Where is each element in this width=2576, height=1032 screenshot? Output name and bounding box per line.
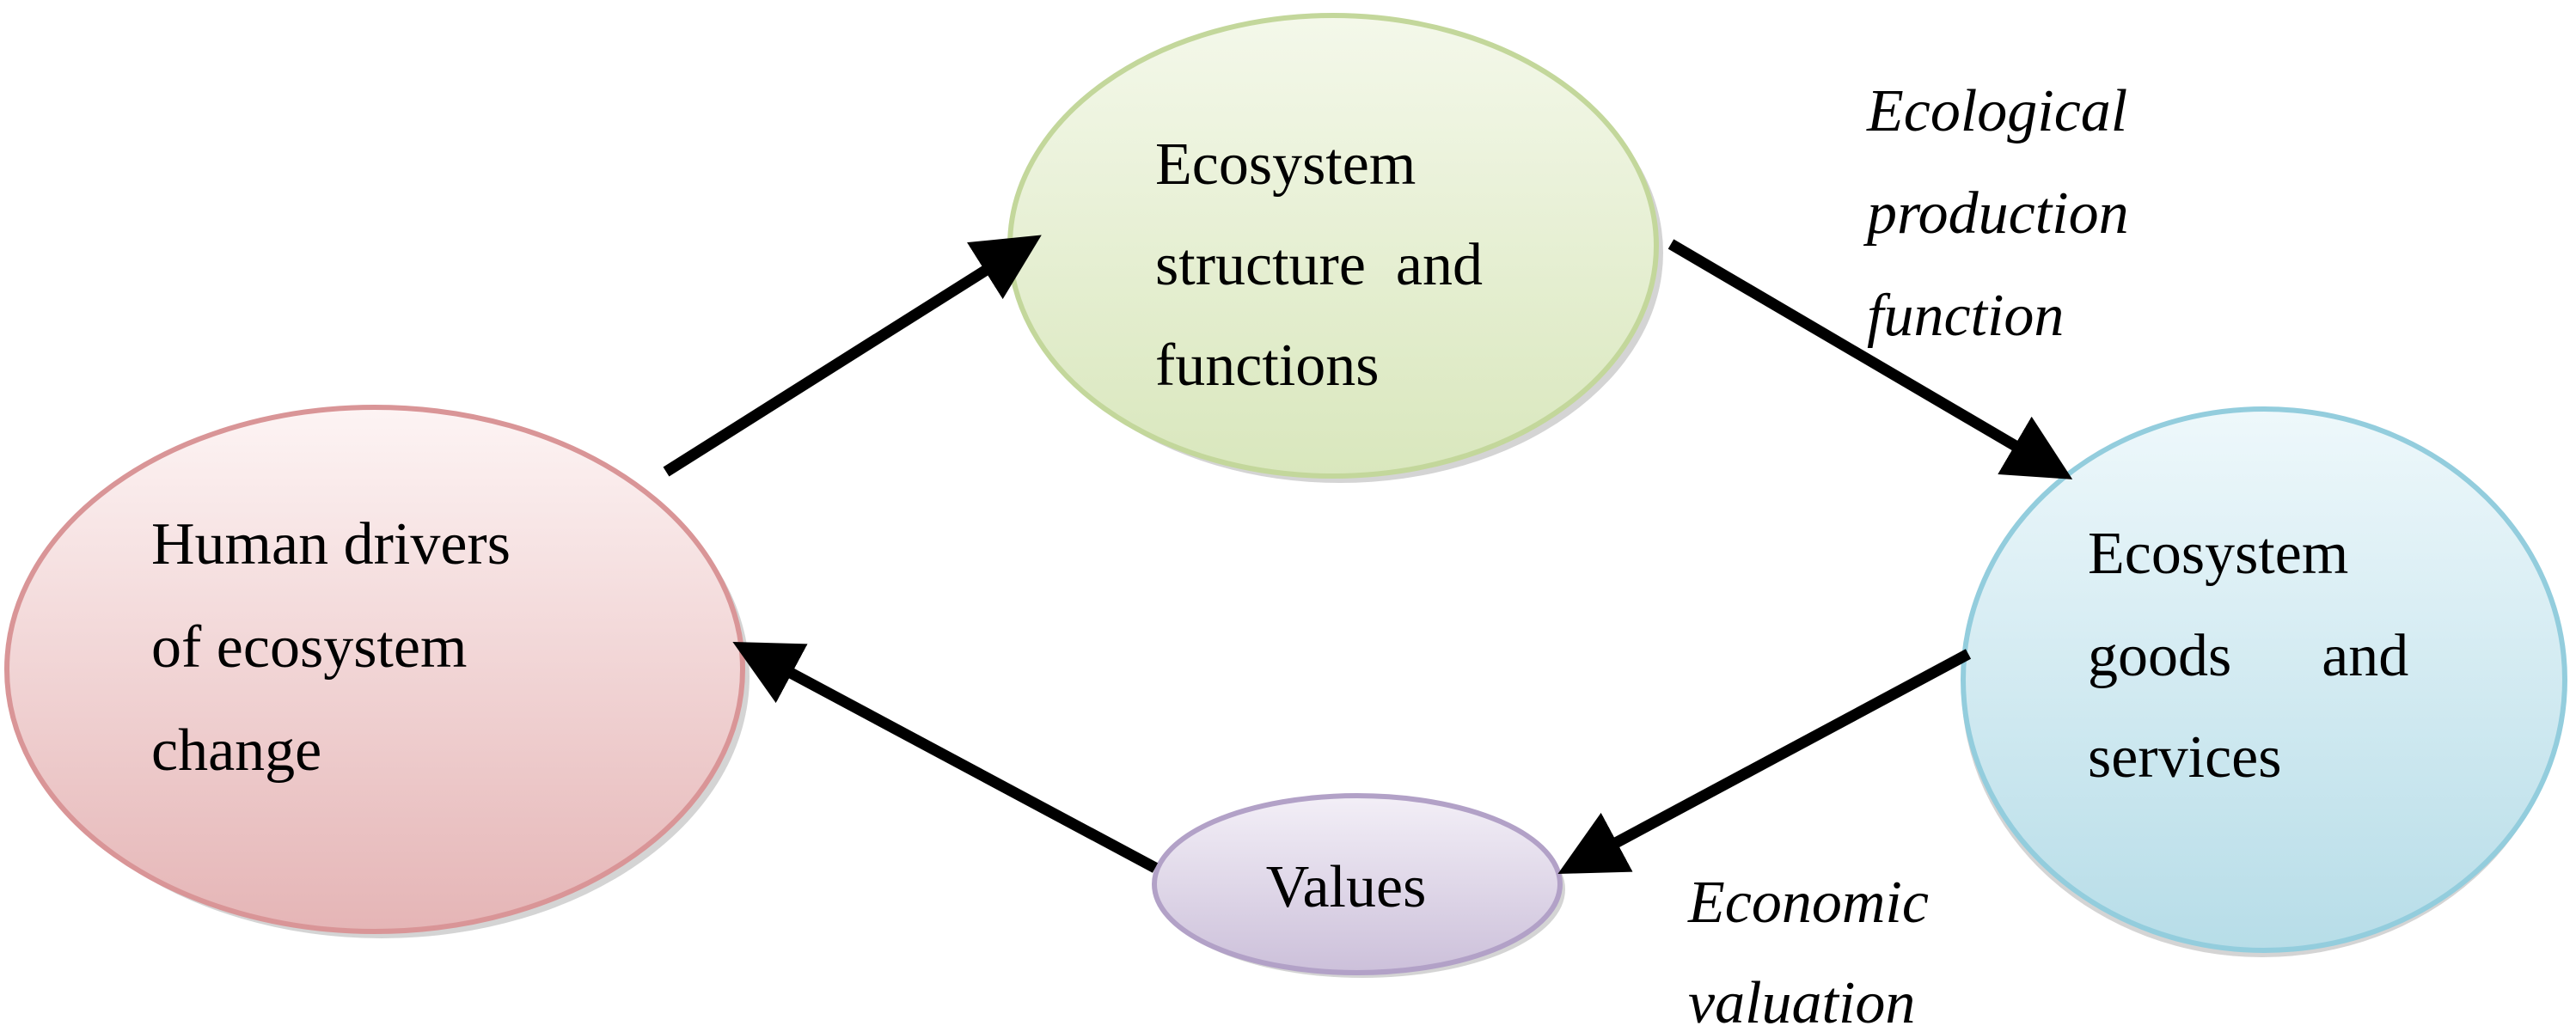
arrows bbox=[663, 235, 2073, 875]
node-ecosystem-goods-line-3: services bbox=[2088, 724, 2281, 791]
edge-label-ecological-line-3: function bbox=[1867, 283, 2064, 349]
arrow-values-to-drivers bbox=[732, 641, 1159, 873]
edge-label-economic-line-1: Economic bbox=[1687, 870, 1929, 936]
edge-label-economic-line-2: valuation bbox=[1688, 970, 1915, 1032]
arrow-drivers-to-structure bbox=[663, 235, 1042, 477]
edge-label-ecological-line-2: production bbox=[1863, 180, 2129, 247]
node-ecosystem-structure: Ecosystem structure and functions bbox=[1007, 13, 1659, 479]
node-ecosystem-structure-line-3: functions bbox=[1155, 333, 1380, 399]
arrow-goods-to-values bbox=[1557, 649, 1972, 875]
node-values-label: Values bbox=[1266, 854, 1427, 920]
node-ecosystem-structure-line-2: structure and bbox=[1155, 232, 1483, 298]
node-ecosystem-goods-shape bbox=[1961, 406, 2567, 953]
node-ecosystem-structure-line-1: Ecosystem bbox=[1155, 131, 1416, 198]
edge-label-economic-valuation: Economic valuation bbox=[1687, 870, 1943, 1032]
arrow-structure-to-goods bbox=[1667, 239, 2073, 479]
node-human-drivers-line-3: change bbox=[151, 718, 321, 784]
node-human-drivers: Human drivers of ecosystem change bbox=[4, 405, 745, 934]
edge-label-ecological-line-1: Ecological bbox=[1866, 78, 2127, 144]
node-values-shape bbox=[1152, 793, 1563, 975]
node-ecosystem-goods-line-2: goods and bbox=[2088, 623, 2408, 689]
node-values: Values bbox=[1152, 793, 1563, 975]
node-human-drivers-line-2: of ecosystem bbox=[151, 614, 467, 681]
node-human-drivers-line-1: Human drivers bbox=[151, 511, 511, 577]
node-ecosystem-goods-line-1: Ecosystem bbox=[2088, 521, 2348, 587]
node-human-drivers-label: Human drivers of ecosystem change bbox=[151, 511, 525, 784]
node-ecosystem-goods: Ecosystem goods and services bbox=[1961, 406, 2567, 953]
node-ecosystem-structure-label: Ecosystem structure and functions bbox=[1155, 131, 1497, 399]
node-ecosystem-goods-label: Ecosystem goods and services bbox=[2088, 521, 2424, 791]
edge-label-ecological-production-function: Ecological production function bbox=[1863, 78, 2144, 349]
